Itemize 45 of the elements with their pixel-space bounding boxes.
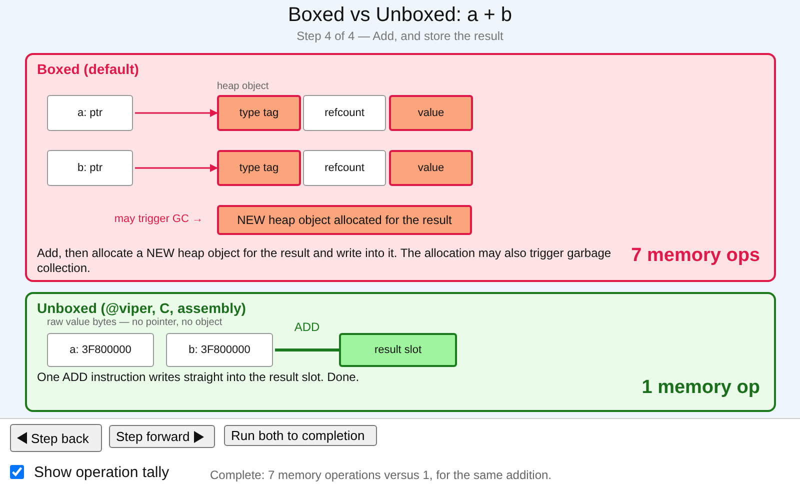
heap-cell (389, 95, 473, 131)
heap-cell (217, 150, 301, 186)
button: Run both to completion (224, 425, 377, 446)
status-text: Complete: 7 memory operations versus 1, for the same addition. (210, 468, 552, 482)
cell-label: a: ptr (77, 107, 103, 119)
button: Step forward (109, 425, 215, 448)
memory-cell (303, 95, 386, 131)
cell-label: b: 3F800000 (188, 344, 250, 356)
memory-op-count: 7 memory ops (631, 245, 760, 267)
unboxed-panel (25, 292, 776, 412)
memory-cell (303, 150, 386, 186)
cell-label: result slot (374, 344, 422, 356)
description-text: One ADD instruction writes straight into the result slot. Done. (37, 370, 360, 385)
cell-label: refcount (324, 162, 364, 174)
panel-heading: Unboxed (@viper, C, assembly) (37, 300, 246, 316)
heap-cell (389, 150, 473, 186)
cell-label: b: ptr (77, 162, 103, 174)
subtitle: Step 4 of 4 — Add, and store the result (296, 29, 504, 43)
boxed-panel (25, 53, 776, 282)
title: Boxed vs Unboxed: a + b (286, 4, 514, 27)
memory-cell (47, 95, 133, 131)
cell-label: type tag (239, 162, 279, 174)
memory-cell (47, 150, 133, 186)
annotation-text: may trigger GC → (114, 213, 203, 225)
cell-label: value (418, 107, 444, 119)
cell-label: a: 3F800000 (70, 344, 132, 356)
result-cell (339, 333, 457, 367)
cell-label: NEW heap object allocated for the result (237, 213, 452, 227)
edge-label: ADD (293, 320, 321, 334)
memory-cell (47, 333, 154, 367)
memory-op-count: 1 memory op (642, 377, 760, 399)
heap-cell (217, 205, 472, 235)
cell-label: type tag (239, 107, 279, 119)
connector-line (275, 348, 339, 352)
memory-cell (166, 333, 273, 367)
heap-cell (217, 95, 301, 131)
caption-text: raw value bytes — no pointer, no object (47, 317, 222, 328)
checkbox-label: Show operation tally (34, 464, 170, 481)
cell-label: value (418, 162, 444, 174)
cell-label: refcount (324, 107, 364, 119)
button: Step back (10, 424, 102, 452)
arrow (135, 109, 218, 117)
panel-heading: Boxed (default) (37, 61, 139, 77)
description-text: Add, then allocate a NEW heap object for the result and write into it. The allocation may also trigger garbage collection. (37, 246, 612, 276)
arrow (135, 164, 218, 172)
